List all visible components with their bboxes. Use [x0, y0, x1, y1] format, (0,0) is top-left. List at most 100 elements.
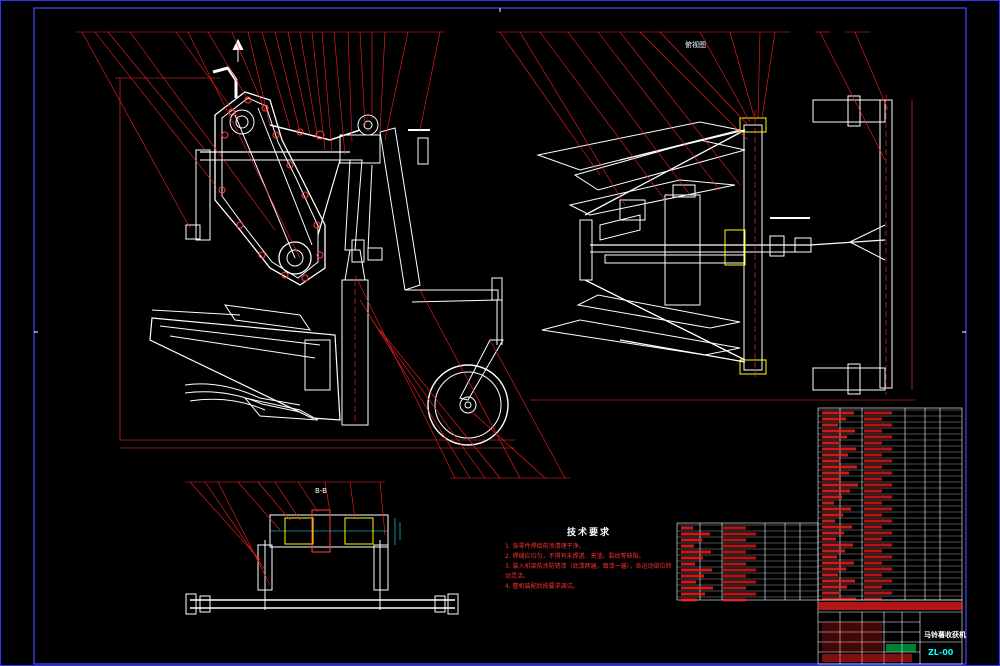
parts-list-entry	[822, 549, 845, 553]
front-view	[115, 38, 515, 449]
parts-list-entry	[822, 441, 839, 445]
parts-list-entry	[723, 586, 746, 590]
parts-list-entry	[822, 525, 852, 529]
section-bb-callouts	[185, 481, 386, 586]
parts-list-entry	[864, 555, 892, 559]
parts-list-entry	[864, 483, 892, 487]
technical-requirements-title: 技术要求	[566, 528, 611, 538]
section-label: B-B	[315, 487, 327, 495]
parts-list-entry	[822, 453, 848, 457]
parts-list-entry	[723, 556, 756, 560]
parts-list-entry	[723, 550, 746, 554]
parts-list-entry	[864, 507, 892, 511]
parts-list-entry	[681, 598, 697, 602]
parts-list-entry	[681, 586, 713, 590]
parts-list-entry	[681, 574, 704, 578]
parts-list-entry	[822, 483, 858, 487]
parts-list-entry	[723, 538, 746, 542]
parts-list-entry	[822, 567, 846, 571]
technical-requirement-item: 2. 焊缝应均匀，不得有未焊透、夹渣、裂纹等缺陷。	[505, 553, 645, 560]
parts-list-entry	[864, 531, 892, 535]
parts-list-entry	[822, 555, 837, 559]
parts-list-entry	[723, 592, 756, 596]
technical-requirement-item: 4. 整机装配后按要求调试。	[505, 583, 579, 590]
parts-list-entry	[822, 459, 840, 463]
front-view-callout-balloons	[76, 31, 570, 479]
parts-list-entry	[864, 567, 892, 571]
top-view-label: 俯视图	[685, 41, 706, 49]
parts-list-entry	[822, 411, 854, 415]
parts-list-entry	[864, 543, 892, 547]
parts-list-entry	[822, 579, 855, 583]
parts-list-entry	[864, 465, 882, 469]
section-bb-view	[185, 509, 459, 615]
parts-list-entry	[822, 429, 855, 433]
parts-list-entry	[822, 561, 854, 565]
parts-list-entry	[681, 538, 702, 542]
parts-list-entry	[681, 592, 705, 596]
parts-list-entry	[822, 423, 838, 427]
parts-list-entry	[864, 495, 892, 499]
parts-list-entry	[864, 411, 892, 415]
parts-list-entry	[864, 441, 882, 445]
parts-list-entry	[864, 549, 882, 553]
parts-list-entry	[864, 501, 882, 505]
parts-list-entry	[723, 574, 746, 578]
parts-list-entry	[822, 519, 835, 523]
parts-list-entry	[864, 573, 882, 577]
parts-list-entry	[822, 537, 836, 541]
top-view-callouts	[495, 31, 889, 206]
parts-list-entry	[681, 580, 696, 584]
drawing-name: 马铃薯收获机	[924, 631, 966, 639]
parts-list-entry	[864, 429, 882, 433]
parts-list-entry	[822, 435, 847, 439]
parts-list-entry	[864, 423, 892, 427]
parts-list-entry	[864, 519, 892, 523]
parts-list-entry	[864, 591, 892, 595]
parts-list-entry	[822, 597, 856, 601]
technical-requirement-item: 3. 装入机架前涂防锈漆（底漆两遍，面漆一遍），各运动部位转动灵活。	[505, 563, 672, 580]
parts-list-entry	[681, 550, 711, 554]
parts-list-entry	[864, 435, 892, 439]
parts-list-entry	[723, 580, 756, 584]
parts-list-entry	[822, 543, 853, 547]
parts-list-entry	[864, 525, 882, 529]
parts-list-entry	[822, 465, 857, 469]
parts-list-entry	[864, 459, 892, 463]
parts-list-entry	[864, 579, 892, 583]
parts-list-entry	[681, 556, 703, 560]
parts-list-entry	[864, 417, 882, 421]
parts-list-entry	[822, 477, 841, 481]
parts-list-entry	[822, 447, 856, 451]
parts-list-entry	[864, 471, 892, 475]
parts-list-entry	[864, 597, 882, 601]
parts-list-rows	[677, 409, 962, 602]
title-block	[817, 599, 963, 665]
top-view	[530, 95, 915, 401]
parts-list-entry	[822, 573, 838, 577]
parts-list-entry	[723, 598, 746, 602]
front-view-callouts	[81, 31, 566, 479]
parts-list-entry	[822, 495, 842, 499]
parts-list-entry	[864, 453, 882, 457]
parts-list-entry	[864, 561, 882, 565]
parts-list-entry	[822, 591, 839, 595]
parts-list-entry	[822, 531, 844, 535]
technical-requirements: 技术要求 1. 各零件焊接前须清理干净。 2. 焊缝应均匀，不得有未焊透、夹渣、…	[505, 528, 673, 592]
parts-list-entry	[723, 568, 756, 572]
parts-list-entry	[822, 507, 851, 511]
parts-list-entry	[822, 417, 846, 421]
parts-list-entry	[681, 562, 695, 566]
parts-list	[676, 407, 963, 601]
parts-list-entry	[822, 471, 849, 475]
parts-list-entry	[681, 568, 712, 572]
parts-list-entry	[723, 544, 756, 548]
parts-list-entry	[681, 532, 710, 536]
parts-list-entry	[822, 585, 847, 589]
parts-list-entry	[864, 585, 882, 589]
parts-list-entry	[723, 526, 746, 530]
technical-requirement-item: 1. 各零件焊接前须清理干净。	[505, 543, 585, 550]
drawing-number: ZL-00	[928, 648, 954, 657]
